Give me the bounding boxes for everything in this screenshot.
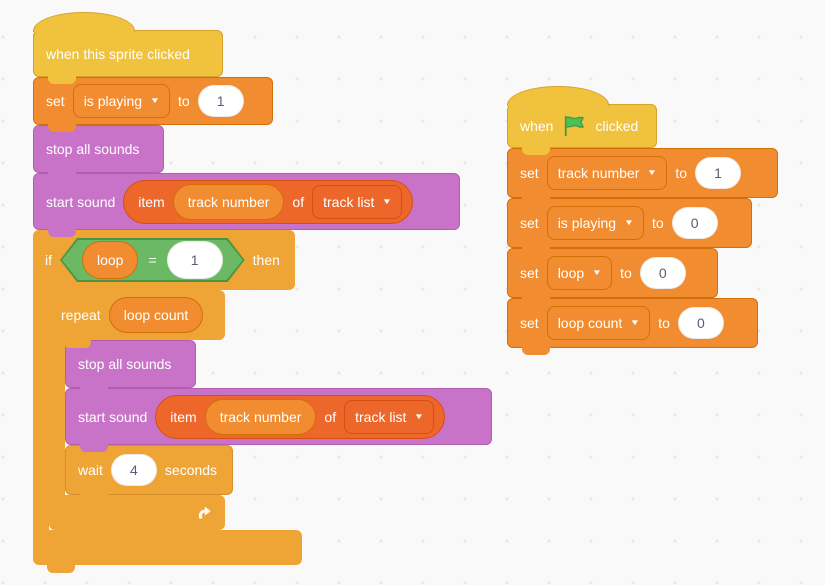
block-wait-seconds[interactable]: wait 4 seconds [65,445,233,502]
variable-reporter-loop[interactable]: loop [82,241,139,279]
block-label: item [138,193,165,210]
block-set-track-number[interactable]: set track number ▼ to 1 [507,148,778,205]
block-label: repeat [61,307,101,323]
block-label: item [170,408,197,425]
item-of-list-reporter[interactable]: item track number of track list ▼ [123,179,414,224]
block-label: when this sprite clicked [46,45,190,62]
block-label: start sound [78,408,148,425]
chevron-down-icon: ▼ [647,168,658,177]
block-label: then [252,252,280,268]
block-label: to [675,165,687,181]
operator-symbol: = [148,252,157,268]
variable-reporter-track-number[interactable]: track number [172,183,285,220]
block-set-is-playing-1[interactable]: set is playing ▼ to 1 [33,77,273,132]
variable-reporter-loop-count[interactable]: loop count [108,297,204,333]
repeat-block-left-arm[interactable] [49,340,65,495]
block-label: seconds [164,462,218,478]
value-input[interactable]: 4 [110,454,157,486]
list-dropdown-track-list[interactable]: track list ▼ [344,399,435,434]
dropdown-value: loop [557,265,585,281]
block-label: when [520,118,554,134]
value-input[interactable]: 0 [677,307,724,339]
block-label: to [620,265,632,281]
value-input[interactable]: 1 [695,157,741,189]
variable-dropdown-loop[interactable]: loop ▼ [546,256,613,290]
list-dropdown-track-list[interactable]: track list ▼ [312,184,403,219]
block-label: stop all sounds [78,356,172,372]
chevron-down-icon: ▼ [591,268,603,277]
block-label: wait [78,462,103,478]
dropdown-value: track number [557,165,640,181]
block-label: to [651,215,664,231]
variable-dropdown-is-playing[interactable]: is playing ▼ [546,206,644,240]
block-set-is-playing-2[interactable]: set is playing ▼ to 0 [507,198,752,255]
repeat-arrow-icon [198,506,211,519]
block-label: of [292,193,305,210]
variable-dropdown-loop-count[interactable]: loop count ▼ [546,306,651,340]
block-label: if [45,252,52,268]
variable-reporter-track-number[interactable]: track number [204,398,317,435]
repeat-block-top-arm[interactable]: repeat loop count [49,290,225,348]
if-block-left-arm[interactable] [33,290,49,530]
block-start-sound-2[interactable]: start sound item track number of track l… [65,388,492,452]
block-label: set [520,265,539,281]
block-label: set [46,93,65,109]
block-when-sprite-clicked[interactable]: when this sprite clicked [33,12,223,84]
value-input[interactable]: 0 [671,207,718,239]
value-input[interactable]: 1 [197,85,244,117]
if-block-top-arm[interactable]: if loop = 1 then [33,230,295,298]
block-label: clicked [595,118,639,134]
block-label: to [177,93,190,109]
repeat-block-bottom-arm[interactable] [49,495,225,538]
item-of-list-reporter[interactable]: item track number of track list ▼ [155,394,446,439]
variable-dropdown-is-playing[interactable]: is playing ▼ [72,84,170,118]
block-start-sound-1[interactable]: start sound item track number of track l… [33,173,460,237]
block-label: set [520,215,539,231]
block-label: of [324,408,337,425]
chevron-down-icon: ▼ [382,196,393,206]
block-label: to [658,315,670,331]
green-flag-icon [565,115,585,137]
chevron-down-icon: ▼ [630,318,641,327]
block-stop-all-sounds-2[interactable]: stop all sounds [65,340,196,395]
dropdown-value: track list [355,408,407,425]
block-when-flag-clicked[interactable]: when clicked [507,86,657,155]
dropdown-value: track list [323,193,375,210]
dropdown-value: is playing [557,215,617,231]
block-label: set [520,315,539,331]
block-set-loop[interactable]: set loop ▼ to 0 [507,248,718,305]
dropdown-value: is playing [83,93,143,109]
chevron-down-icon: ▼ [414,411,425,421]
block-label: stop all sounds [46,141,140,157]
dropdown-value: loop count [557,315,623,331]
chevron-down-icon: ▼ [149,96,161,105]
block-label: start sound [46,193,116,210]
value-input[interactable]: 1 [166,241,223,279]
block-stop-all-sounds-1[interactable]: stop all sounds [33,125,164,180]
block-set-loop-count[interactable]: set loop count ▼ to 0 [507,298,758,355]
value-input[interactable]: 0 [639,257,686,289]
block-label: set [520,165,539,181]
chevron-down-icon: ▼ [623,218,635,227]
variable-dropdown-track-number[interactable]: track number ▼ [546,156,668,190]
equals-operator[interactable]: loop = 1 [60,238,245,282]
